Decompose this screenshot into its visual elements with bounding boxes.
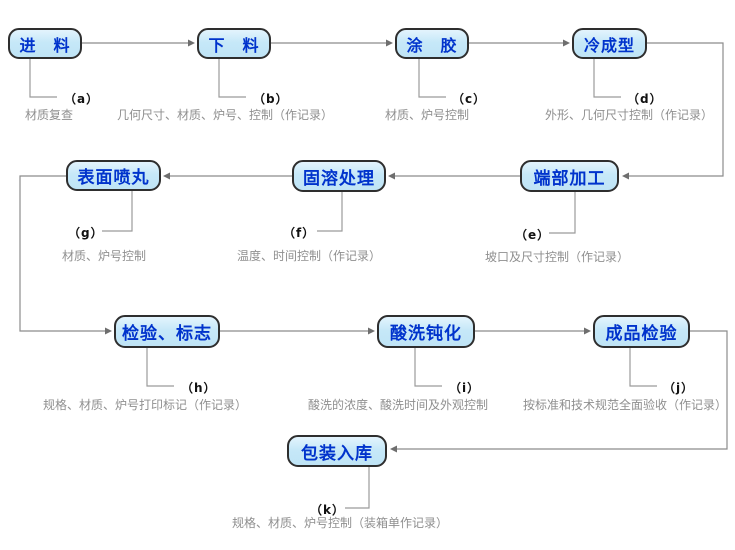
desc-cutting: 几何尺寸、材质、炉号、控制（作记录） xyxy=(117,108,334,122)
node-cutting: 下 料 xyxy=(197,28,271,59)
callout-f xyxy=(317,192,343,232)
callout-b xyxy=(218,59,246,98)
tag-a: （a） xyxy=(64,92,100,106)
desc-shot-blasting: 材质、炉号控制 xyxy=(62,249,147,263)
arrowhead-cold-forming xyxy=(563,39,570,47)
callout-d xyxy=(593,59,621,98)
edge-final-inspection-to-packing xyxy=(397,330,728,450)
arrowhead-gluing xyxy=(386,39,393,47)
arrowhead-packing xyxy=(390,445,397,453)
edge-shot-blasting-to-inspection-marking xyxy=(19,175,105,332)
tag-c: （c） xyxy=(452,92,487,106)
desc-end-machining: 坡口及尺寸控制（作记录） xyxy=(485,250,630,264)
node-cold-forming: 冷成型 xyxy=(572,28,647,59)
arrowhead-shot-blasting xyxy=(163,172,170,180)
node-packing-storage: 包装入库 xyxy=(287,435,387,467)
desc-pickling-passivation: 酸洗的浓度、酸洗时间及外观控制 xyxy=(308,398,489,412)
callout-c xyxy=(418,59,446,98)
callout-g xyxy=(102,191,133,232)
arrowhead-end-machining xyxy=(622,172,629,180)
node-shot-blasting: 表面喷丸 xyxy=(66,160,161,191)
callout-k xyxy=(345,467,370,509)
node-pickling-passivation: 酸洗钝化 xyxy=(377,315,475,348)
desc-packing-storage: 规格、材质、炉号控制（装箱单作记录） xyxy=(232,516,449,530)
arrowhead-final-inspection xyxy=(584,327,591,335)
arrowhead-solution-treatment xyxy=(388,172,395,180)
node-gluing: 涂 胶 xyxy=(395,28,469,59)
node-end-machining: 端部加工 xyxy=(520,160,619,192)
tag-k: （k） xyxy=(310,503,345,517)
desc-solution-treatment: 温度、时间控制（作记录） xyxy=(237,249,382,263)
arrowhead-inspection-marking xyxy=(105,327,112,335)
callout-a xyxy=(29,59,57,98)
tag-h: （h） xyxy=(181,381,217,395)
desc-final-inspection: 按标准和技术规范全面验收（作记录） xyxy=(523,398,728,412)
edge-cold-forming-to-end-machining xyxy=(629,42,724,177)
tag-e: （e） xyxy=(515,228,551,242)
tag-f: （f） xyxy=(283,226,316,240)
tag-d: （d） xyxy=(627,92,663,106)
callout-e xyxy=(549,192,576,234)
desc-cold-forming: 外形、几何尺寸控制（作记录） xyxy=(545,108,714,122)
node-feed: 进 料 xyxy=(8,28,82,59)
callout-i xyxy=(414,348,442,387)
node-solution-treatment: 固溶处理 xyxy=(292,160,386,192)
callout-j xyxy=(629,348,657,387)
desc-gluing: 材质、炉号控制 xyxy=(385,108,470,122)
desc-feed: 材质复查 xyxy=(25,108,74,122)
tag-g: （g） xyxy=(68,226,104,240)
arrowhead-cutting xyxy=(188,39,195,47)
tag-b: （b） xyxy=(253,92,289,106)
node-final-inspection: 成品检验 xyxy=(593,315,690,348)
callout-h xyxy=(146,348,174,387)
node-inspection-marking: 检验、标志 xyxy=(114,315,220,348)
tag-i: （i） xyxy=(449,381,481,395)
arrowhead-pickling xyxy=(368,327,375,335)
desc-inspection-marking: 规格、材质、炉号打印标记（作记录） xyxy=(43,398,248,412)
tag-j: （j） xyxy=(663,381,695,395)
